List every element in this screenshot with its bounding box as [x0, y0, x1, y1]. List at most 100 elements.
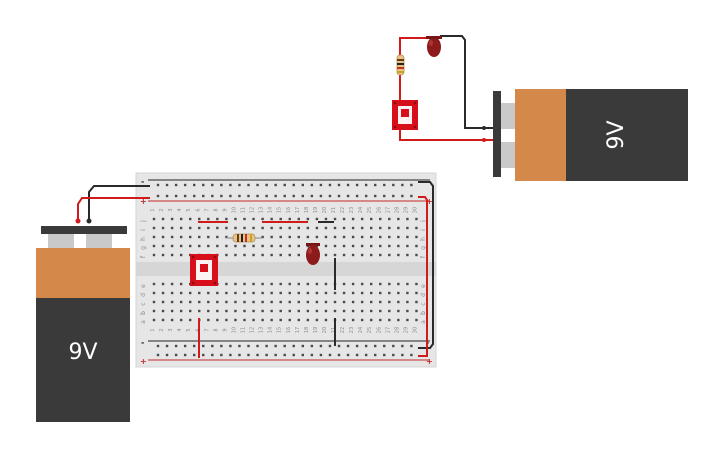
breadboard-hole[interactable] — [243, 318, 246, 322]
breadboard-hole[interactable] — [370, 291, 373, 295]
led-right[interactable] — [426, 36, 442, 57]
breadboard-hole[interactable] — [297, 244, 300, 248]
breadboard-hole[interactable] — [243, 226, 246, 230]
breadboard-hole[interactable] — [306, 300, 310, 304]
breadboard-hole[interactable] — [351, 300, 355, 304]
rail-top-minus-hole[interactable] — [383, 183, 386, 187]
breadboard-hole[interactable] — [161, 253, 165, 257]
breadboard-hole[interactable] — [170, 217, 174, 221]
breadboard-hole[interactable] — [297, 226, 300, 230]
breadboard-hole[interactable] — [152, 282, 156, 286]
rail-bottom-plus-hole[interactable] — [256, 353, 259, 357]
rail-bottom-plus-hole[interactable] — [247, 353, 250, 357]
breadboard-hole[interactable] — [379, 282, 382, 286]
breadboard-hole[interactable] — [342, 244, 346, 248]
breadboard-hole[interactable] — [370, 300, 373, 304]
breadboard-hole[interactable] — [198, 217, 201, 221]
breadboard-hole[interactable] — [415, 291, 418, 295]
breadboard-hole[interactable] — [388, 226, 391, 230]
rail-top-minus-hole[interactable] — [165, 183, 169, 187]
rail-top-plus-hole[interactable] — [274, 194, 277, 198]
breadboard-hole[interactable] — [170, 291, 174, 295]
rail-bottom-minus-hole[interactable] — [256, 344, 259, 348]
breadboard-hole[interactable] — [179, 291, 183, 295]
breadboard-hole[interactable] — [406, 291, 409, 295]
breadboard-hole[interactable] — [261, 318, 264, 322]
rail-top-minus-hole[interactable] — [247, 183, 250, 187]
breadboard-hole[interactable] — [288, 291, 291, 295]
rail-top-minus-hole[interactable] — [229, 183, 232, 187]
breadboard-hole[interactable] — [179, 244, 183, 248]
breadboard-hole[interactable] — [234, 309, 237, 313]
breadboard-hole[interactable] — [288, 244, 291, 248]
rail-bottom-minus-hole[interactable] — [319, 344, 323, 348]
breadboard-hole[interactable] — [397, 282, 400, 286]
rail-top-minus-hole[interactable] — [364, 183, 368, 187]
breadboard-hole[interactable] — [406, 318, 409, 322]
breadboard-hole[interactable] — [279, 244, 282, 248]
breadboard-hole[interactable] — [161, 300, 165, 304]
breadboard-hole[interactable] — [189, 235, 192, 239]
rail-top-minus-hole[interactable] — [256, 183, 259, 187]
breadboard-hole[interactable] — [161, 282, 165, 286]
breadboard-hole[interactable] — [406, 244, 409, 248]
breadboard-hole[interactable] — [270, 318, 273, 322]
breadboard-hole[interactable] — [360, 300, 364, 304]
breadboard-hole[interactable] — [216, 226, 219, 230]
breadboard-hole[interactable] — [370, 226, 373, 230]
rail-bottom-minus-hole[interactable] — [355, 344, 359, 348]
breadboard-hole[interactable] — [351, 291, 355, 295]
breadboard-hole[interactable] — [342, 226, 346, 230]
breadboard-hole[interactable] — [397, 244, 400, 248]
rail-bottom-minus-hole[interactable] — [229, 344, 232, 348]
rail-bottom-minus-hole[interactable] — [211, 344, 214, 348]
breadboard-hole[interactable] — [243, 300, 246, 304]
breadboard-hole[interactable] — [370, 282, 373, 286]
breadboard-hole[interactable] — [397, 235, 400, 239]
breadboard-hole[interactable] — [324, 253, 328, 257]
rail-top-plus-hole[interactable] — [174, 194, 178, 198]
breadboard-hole[interactable] — [388, 217, 391, 221]
breadboard-hole[interactable] — [315, 226, 319, 230]
breadboard-hole[interactable] — [225, 300, 228, 304]
breadboard-hole[interactable] — [261, 291, 264, 295]
rail-bottom-minus-hole[interactable] — [310, 344, 314, 348]
breadboard-hole[interactable] — [243, 282, 246, 286]
breadboard-hole[interactable] — [324, 235, 328, 239]
rail-top-minus-hole[interactable] — [220, 183, 223, 187]
rail-bottom-minus-hole[interactable] — [337, 344, 341, 348]
breadboard-hole[interactable] — [189, 309, 192, 313]
breadboard-hole[interactable] — [297, 318, 300, 322]
breadboard-hole[interactable] — [179, 226, 183, 230]
breadboard-hole[interactable] — [243, 217, 246, 221]
breadboard-hole[interactable] — [161, 309, 165, 313]
breadboard-hole[interactable] — [415, 318, 418, 322]
breadboard-hole[interactable] — [270, 253, 273, 257]
breadboard-hole[interactable] — [179, 217, 183, 221]
rail-bottom-plus-hole[interactable] — [156, 353, 160, 357]
breadboard-hole[interactable] — [388, 309, 391, 313]
breadboard-hole[interactable] — [252, 309, 255, 313]
breadboard-hole[interactable] — [234, 226, 237, 230]
rail-top-minus-hole[interactable] — [410, 183, 413, 187]
rail-top-plus-hole[interactable] — [310, 194, 314, 198]
breadboard-hole[interactable] — [198, 235, 201, 239]
breadboard-hole[interactable] — [360, 235, 364, 239]
rail-top-plus-hole[interactable] — [374, 194, 377, 198]
breadboard-hole[interactable] — [388, 291, 391, 295]
breadboard-hole[interactable] — [152, 291, 156, 295]
rail-top-plus-hole[interactable] — [229, 194, 232, 198]
breadboard-hole[interactable] — [379, 318, 382, 322]
breadboard-hole[interactable] — [170, 226, 174, 230]
breadboard-hole[interactable] — [333, 244, 337, 248]
rail-bottom-minus-hole[interactable] — [165, 344, 169, 348]
breadboard-hole[interactable] — [351, 244, 355, 248]
breadboard-hole[interactable] — [216, 300, 219, 304]
breadboard-hole[interactable] — [234, 282, 237, 286]
breadboard-hole[interactable] — [179, 253, 183, 257]
breadboard-hole[interactable] — [225, 217, 228, 221]
breadboard-hole[interactable] — [388, 300, 391, 304]
breadboard-hole[interactable] — [379, 300, 382, 304]
breadboard-hole[interactable] — [397, 291, 400, 295]
rail-bottom-minus-hole[interactable] — [238, 344, 241, 348]
